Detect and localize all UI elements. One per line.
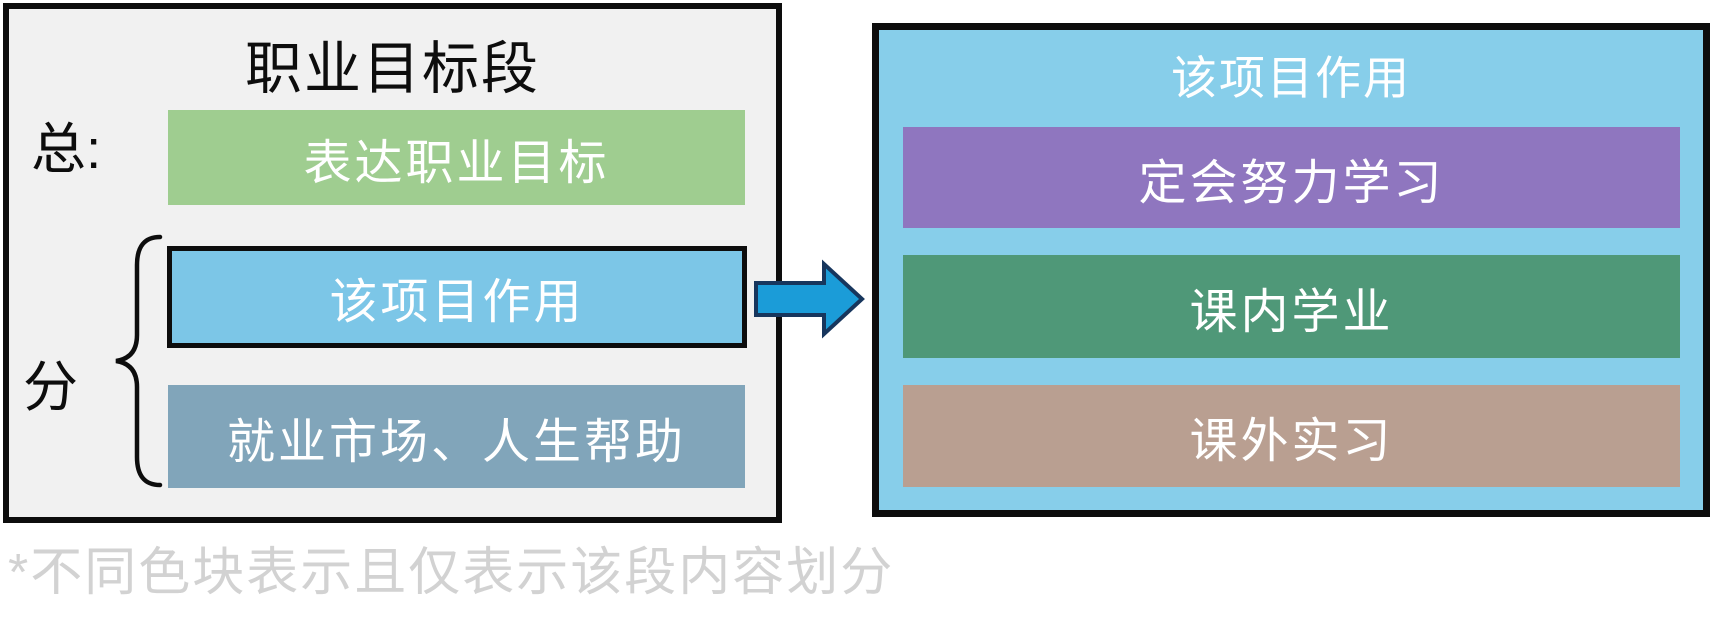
in-class-study-bar: 课内学业 [903,255,1680,358]
study-hard-bar: 定会努力学习 [903,127,1680,228]
curly-brace-icon [115,234,163,488]
study-hard-label: 定会努力学习 [1138,156,1445,210]
extracurricular-internship-label: 课外实习 [1189,415,1394,468]
in-class-study-label: 课内学业 [1189,285,1394,339]
total-label: 总: [31,118,102,180]
express-career-goal-bar: 表达职业目标 [168,110,745,205]
career-goal-section-panel: 职业目标段 总: 表达职业目标 分 该项目作用 就业市场、人生帮助 [3,3,782,523]
project-role-label: 该项目作用 [329,276,585,329]
express-career-goal-label: 表达职业目标 [303,136,610,190]
left-panel-title: 职业目标段 [245,37,540,101]
right-panel-title: 该项目作用 [1171,52,1411,104]
project-role-bar: 该项目作用 [167,246,747,348]
extracurricular-internship-bar: 课外实习 [903,385,1680,487]
job-market-life-help-label: 就业市场、人生帮助 [226,415,686,469]
division-label: 分 [23,356,79,418]
job-market-life-help-bar: 就业市场、人生帮助 [168,385,745,488]
right-arrow-icon [754,259,865,339]
color-block-footnote: *不同色块表示且仅表示该段内容划分 [8,544,895,602]
project-role-detail-panel: 该项目作用 定会努力学习 课内学业 课外实习 [872,23,1710,517]
